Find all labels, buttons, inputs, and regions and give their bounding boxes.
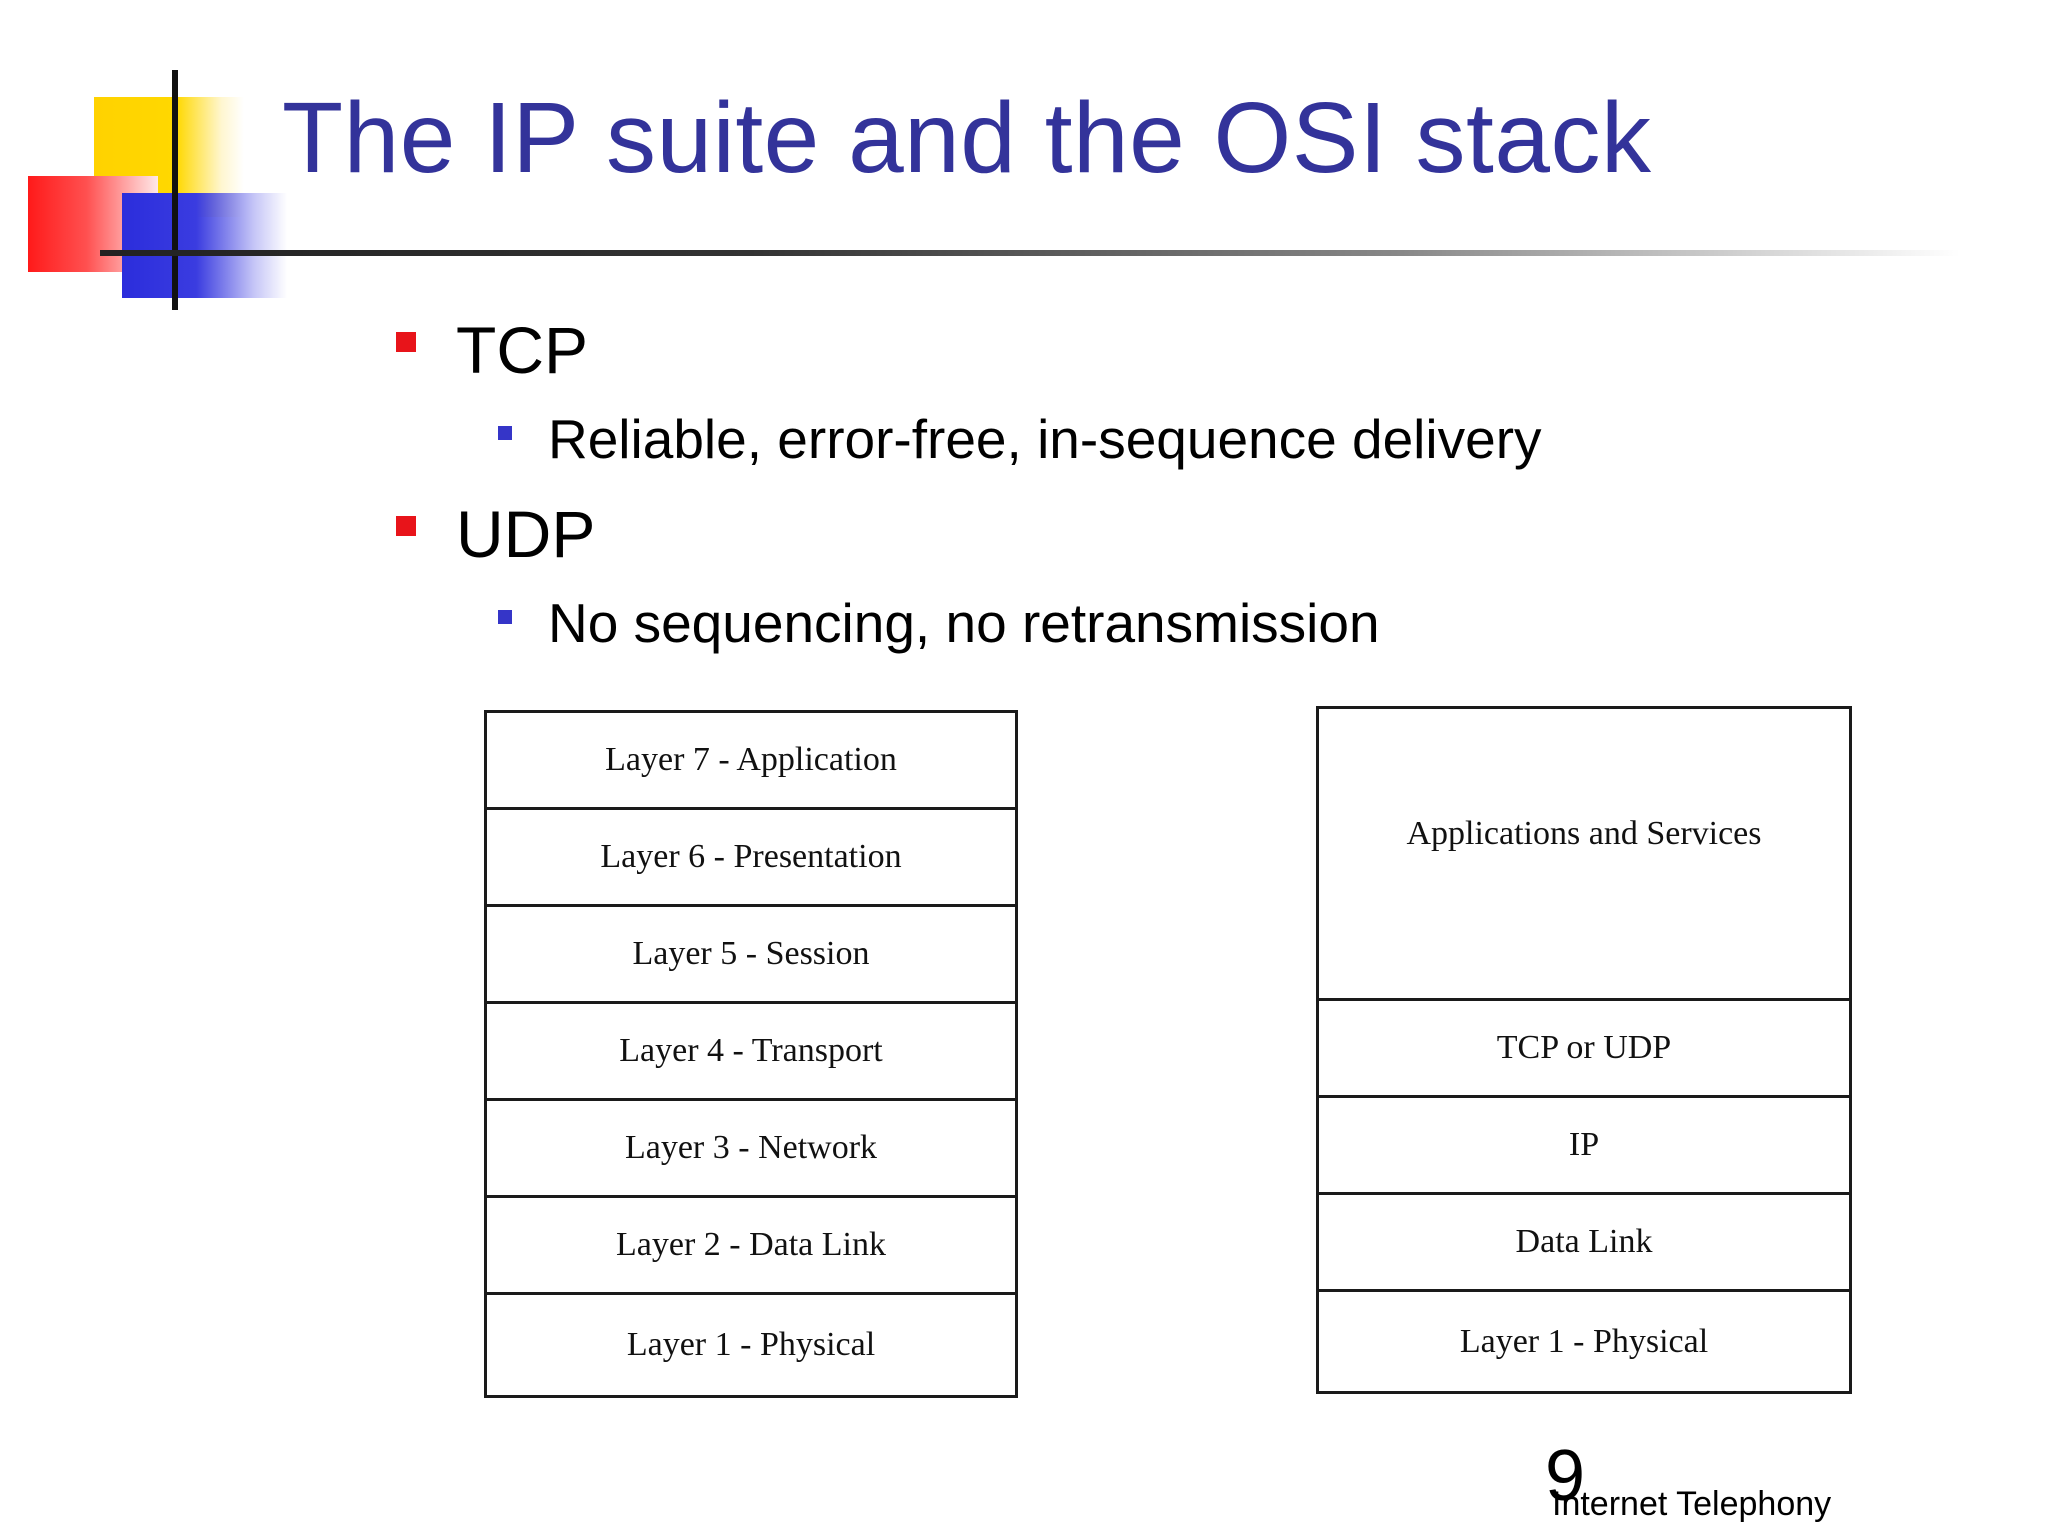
ip-layer-applications: Applications and Services xyxy=(1319,709,1849,1001)
sub-bullet-text: Reliable, error-free, in-sequence delive… xyxy=(548,408,1542,470)
ip-layer-data-link: Data Link xyxy=(1319,1195,1849,1292)
osi-layer-3: Layer 3 - Network xyxy=(487,1101,1015,1198)
title-underline xyxy=(100,250,1960,256)
footer-title: Internet Telephony xyxy=(1552,1485,1832,1523)
bullet-text: UDP xyxy=(456,497,596,571)
ip-layer-ip: IP xyxy=(1319,1098,1849,1195)
osi-stack-diagram: Layer 7 - Application Layer 6 - Presenta… xyxy=(484,710,1018,1398)
osi-layer-6: Layer 6 - Presentation xyxy=(487,810,1015,907)
slide-title: The IP suite and the OSI stack xyxy=(282,82,1652,194)
sub-bullet-square-icon xyxy=(498,610,512,624)
sub-bullet-text: No sequencing, no retransmission xyxy=(548,592,1380,654)
title-decoration-vertical-line xyxy=(172,70,178,310)
osi-layer-2: Layer 2 - Data Link xyxy=(487,1198,1015,1295)
ip-layer-physical: Layer 1 - Physical xyxy=(1459,1322,1709,1360)
sub-bullet-square-icon xyxy=(498,426,512,440)
osi-layer-1: Layer 1 - Physical xyxy=(626,1326,876,1363)
osi-layer-7: Layer 7 - Application xyxy=(487,713,1015,810)
osi-layer-4: Layer 4 - Transport xyxy=(487,1004,1015,1101)
title-decoration-blue-square xyxy=(122,193,287,298)
bullet-text: TCP xyxy=(456,313,588,387)
bullet-square-icon xyxy=(396,516,416,536)
bullet-square-icon xyxy=(396,332,416,352)
page-number: 9 xyxy=(1545,1436,1586,1516)
ip-stack-diagram: Applications and Services TCP or UDP IP … xyxy=(1316,706,1852,1394)
osi-layer-5: Layer 5 - Session xyxy=(487,907,1015,1004)
ip-layer-transport: TCP or UDP xyxy=(1319,1001,1849,1098)
